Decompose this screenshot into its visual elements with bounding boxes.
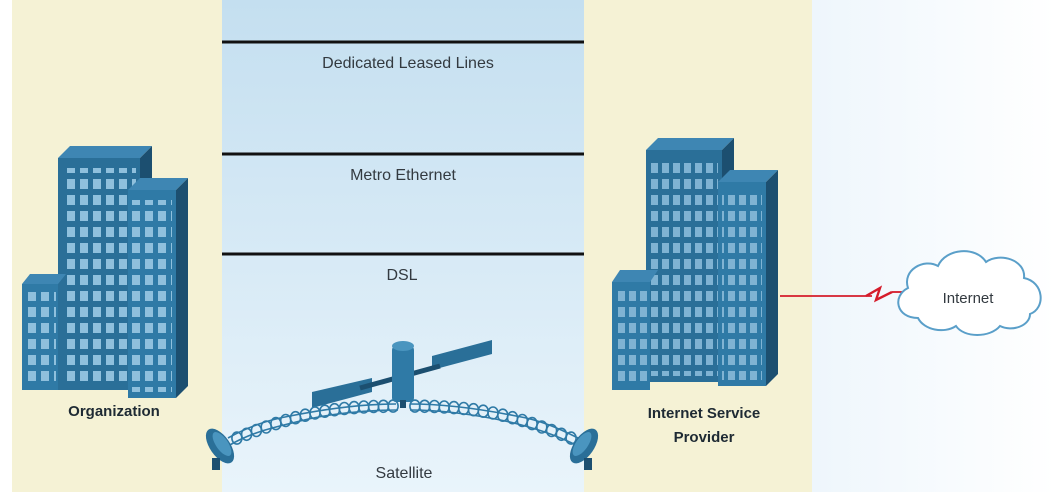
internet-label: Internet (943, 290, 995, 307)
cloud-icon (897, 250, 1042, 336)
building-icon (612, 138, 778, 390)
connection-band (222, 0, 584, 492)
isp-label-line2: Provider (674, 429, 735, 446)
internet-panel (812, 0, 1056, 492)
satellite-icon (312, 340, 492, 408)
satellite-signal-left (227, 399, 399, 447)
dish-icon (205, 428, 235, 470)
leased-lines-label: Dedicated Leased Lines (322, 55, 494, 72)
building-icon (22, 146, 188, 398)
satellite-label: Satellite (376, 465, 433, 482)
isp-label-line1: Internet Service (648, 405, 761, 422)
signal-loop (387, 399, 399, 413)
metro-ethernet-label: Metro Ethernet (350, 167, 456, 184)
satellite-signal-right (409, 399, 579, 447)
organization-label: Organization (68, 403, 160, 420)
dish-icon (569, 428, 599, 470)
signal-loop (565, 431, 577, 445)
dsl-label: DSL (386, 267, 417, 284)
